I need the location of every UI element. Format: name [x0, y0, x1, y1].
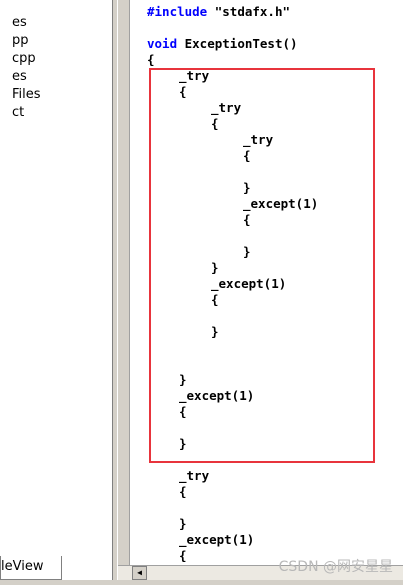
code-text: {	[211, 116, 219, 131]
code-line: {	[179, 84, 187, 100]
code-line: }	[243, 180, 251, 196]
code-text: }	[211, 324, 219, 339]
editor-gutter	[118, 0, 130, 565]
panel-splitter[interactable]	[112, 0, 118, 585]
code-line: _try	[179, 468, 209, 484]
code-text: {	[147, 52, 155, 67]
code-text: }	[179, 436, 187, 451]
code-text: }	[211, 260, 219, 275]
code-line: {	[179, 548, 187, 564]
code-text: _try	[179, 68, 210, 83]
code-line: _except(1)	[179, 388, 254, 404]
code-line: #include "stdafx.h"	[147, 4, 290, 20]
code-line: {	[179, 484, 187, 500]
code-line: }	[211, 324, 219, 340]
code-line: {	[147, 52, 155, 68]
code-line: }	[179, 372, 187, 388]
code-line: }	[211, 260, 219, 276]
code-line: _try	[179, 68, 209, 84]
code-text: {	[179, 548, 187, 563]
tab-file-view[interactable]: leView	[0, 556, 62, 580]
code-text: {	[179, 404, 187, 419]
tree-item[interactable]: Files	[12, 87, 41, 102]
code-line: }	[243, 244, 251, 260]
code-line: _try	[243, 132, 273, 148]
code-editor[interactable]	[130, 0, 403, 565]
code-text: }	[179, 372, 187, 387]
code-line: }	[179, 516, 187, 532]
code-line: _except(1)	[211, 276, 286, 292]
tree-item[interactable]: es	[12, 15, 27, 30]
code-line: {	[179, 404, 187, 420]
file-tree-panel: es pp cpp es Files ct	[0, 0, 112, 585]
code-line: {	[243, 212, 251, 228]
tree-item[interactable]: cpp	[12, 51, 36, 66]
code-line: }	[179, 436, 187, 452]
code-text: {	[243, 212, 251, 227]
code-line: _except(1)	[243, 196, 318, 212]
tree-item[interactable]: es	[12, 69, 27, 84]
code-text: ExceptionTest()	[177, 36, 298, 51]
watermark: CSDN @网安星星	[278, 559, 393, 575]
code-keyword: #include	[147, 4, 208, 19]
code-line: _try	[211, 100, 241, 116]
tree-item[interactable]: ct	[12, 105, 25, 120]
code-text: _except(1)	[211, 276, 287, 291]
code-text: _try	[211, 100, 242, 115]
highlight-box	[149, 68, 375, 463]
code-text: }	[243, 244, 251, 259]
code-text: _except(1)	[243, 196, 319, 211]
code-line: {	[243, 148, 251, 164]
code-line: {	[211, 116, 219, 132]
code-text: _try	[179, 468, 210, 483]
code-text: {	[179, 484, 187, 499]
code-text: {	[179, 84, 187, 99]
code-text: }	[179, 516, 187, 531]
status-strip	[0, 580, 403, 585]
horizontal-scrollbar[interactable]: ◀	[118, 565, 403, 580]
code-text: {	[243, 148, 251, 163]
code-text: "stdafx.h"	[207, 4, 291, 19]
code-line: void ExceptionTest()	[147, 36, 298, 52]
code-text: }	[243, 180, 251, 195]
code-keyword: void	[147, 36, 178, 51]
code-text: {	[211, 292, 219, 307]
tree-item[interactable]: pp	[12, 33, 29, 48]
code-line: {	[211, 292, 219, 308]
code-text: _try	[243, 132, 274, 147]
scroll-left-icon[interactable]: ◀	[132, 566, 147, 580]
code-line: _except(1)	[179, 532, 254, 548]
code-text: _except(1)	[179, 532, 255, 547]
code-text: _except(1)	[179, 388, 255, 403]
